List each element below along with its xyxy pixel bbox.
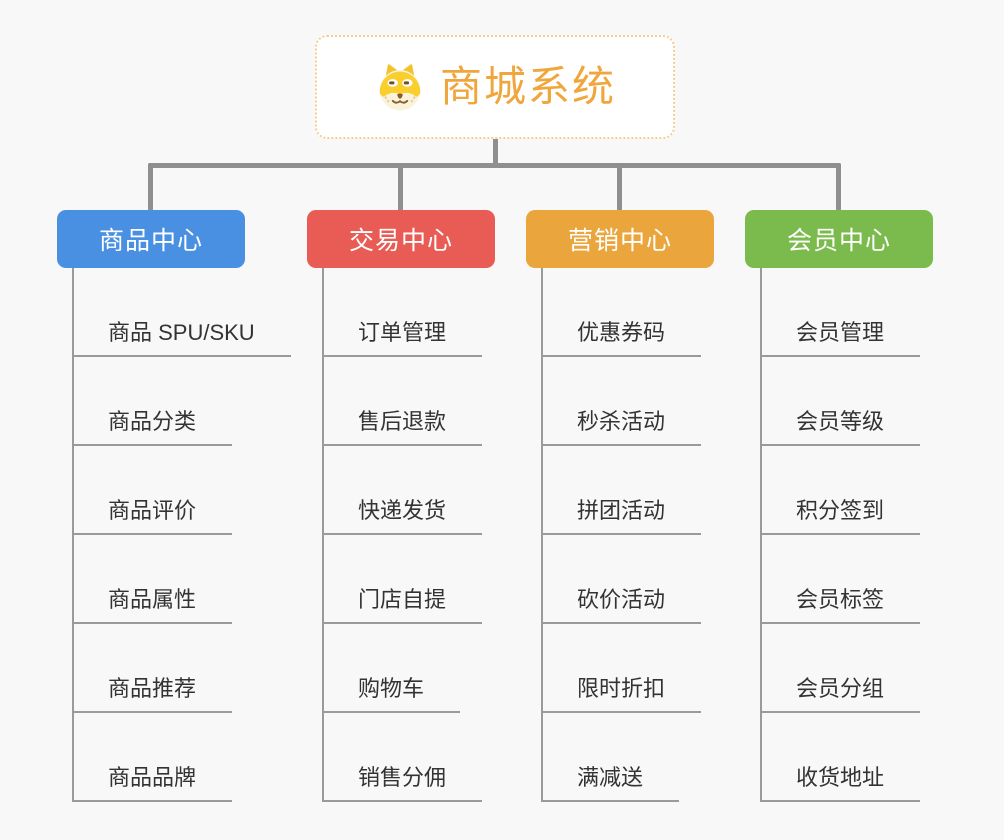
leaf-label: 优惠券码 — [543, 320, 702, 357]
branch-header-3[interactable]: 会员中心 — [745, 210, 933, 268]
leaf-label: 商品分类 — [74, 409, 233, 446]
leaf-label: 砍价活动 — [543, 587, 702, 624]
leaf-item[interactable]: 限时折扣 — [543, 624, 714, 713]
leaf-label: 售后退款 — [324, 409, 483, 446]
leaf-label: 收货地址 — [762, 765, 921, 802]
leaf-label: 商品属性 — [74, 587, 233, 624]
leaf-item[interactable]: 满减送 — [543, 713, 714, 802]
branch-0: 商品中心 商品 SPU/SKU 商品分类商品评价商品属性商品推荐商品品牌 — [57, 210, 291, 802]
connector-root-stub — [493, 139, 498, 167]
leaf-item[interactable]: 砍价活动 — [543, 535, 714, 624]
branch-items: 订单管理售后退款快递发货门店自提购物车销售分佣 — [322, 268, 495, 802]
leaf-item[interactable]: 会员管理 — [762, 268, 933, 357]
leaf-label: 拼团活动 — [543, 498, 702, 535]
branch-1: 交易中心 订单管理售后退款快递发货门店自提购物车销售分佣 — [307, 210, 495, 802]
leaf-label: 会员分组 — [762, 676, 921, 713]
connector-drop — [398, 163, 403, 211]
root-title: 商城系统 — [439, 63, 616, 110]
leaf-item[interactable]: 商品分类 — [74, 357, 245, 446]
branch-2: 营销中心 优惠券码秒杀活动拼团活动砍价活动限时折扣满减送 — [526, 210, 714, 802]
branch-3: 会员中心 会员管理会员等级积分签到会员标签会员分组收货地址 — [745, 210, 933, 802]
leaf-label: 满减送 — [543, 765, 680, 802]
leaf-label: 限时折扣 — [543, 676, 702, 713]
leaf-item[interactable]: 购物车 — [324, 624, 495, 713]
leaf-item[interactable]: 秒杀活动 — [543, 357, 714, 446]
leaf-label: 会员标签 — [762, 587, 921, 624]
root-node[interactable]: 商城系统 — [315, 35, 675, 139]
branch-header-0[interactable]: 商品中心 — [57, 210, 245, 268]
shiba-dog-icon — [374, 61, 426, 113]
leaf-item[interactable]: 订单管理 — [324, 268, 495, 357]
leaf-item[interactable]: 门店自提 — [324, 535, 495, 624]
leaf-label: 商品品牌 — [74, 765, 233, 802]
branch-header-1[interactable]: 交易中心 — [307, 210, 495, 268]
leaf-item[interactable]: 销售分佣 — [324, 713, 495, 802]
leaf-item[interactable]: 会员标签 — [762, 535, 933, 624]
leaf-item[interactable]: 商品品牌 — [74, 713, 245, 802]
connector-drop — [148, 163, 153, 211]
leaf-item[interactable]: 优惠券码 — [543, 268, 714, 357]
branch-items: 优惠券码秒杀活动拼团活动砍价活动限时折扣满减送 — [541, 268, 714, 802]
leaf-label: 订单管理 — [324, 320, 483, 357]
leaf-label: 商品推荐 — [74, 676, 233, 713]
connector-drop — [617, 163, 622, 211]
leaf-label: 商品 SPU/SKU — [74, 320, 291, 357]
leaf-item[interactable]: 商品 SPU/SKU — [74, 268, 291, 357]
leaf-label: 积分签到 — [762, 498, 921, 535]
leaf-label: 会员管理 — [762, 320, 921, 357]
leaf-label: 购物车 — [324, 676, 461, 713]
leaf-label: 商品评价 — [74, 498, 233, 535]
leaf-item[interactable]: 商品推荐 — [74, 624, 245, 713]
leaf-item[interactable]: 快递发货 — [324, 446, 495, 535]
connector-drop — [836, 163, 841, 211]
branch-header-2[interactable]: 营销中心 — [526, 210, 714, 268]
leaf-label: 会员等级 — [762, 409, 921, 446]
leaf-label: 快递发货 — [324, 498, 483, 535]
leaf-item[interactable]: 积分签到 — [762, 446, 933, 535]
leaf-item[interactable]: 拼团活动 — [543, 446, 714, 535]
branch-items: 会员管理会员等级积分签到会员标签会员分组收货地址 — [760, 268, 933, 802]
leaf-label: 销售分佣 — [324, 765, 483, 802]
leaf-item[interactable]: 会员等级 — [762, 357, 933, 446]
leaf-item[interactable]: 售后退款 — [324, 357, 495, 446]
leaf-item[interactable]: 收货地址 — [762, 713, 933, 802]
branch-items: 商品 SPU/SKU 商品分类商品评价商品属性商品推荐商品品牌 — [72, 268, 291, 802]
leaf-item[interactable]: 会员分组 — [762, 624, 933, 713]
leaf-item[interactable]: 商品评价 — [74, 446, 245, 535]
leaf-label: 门店自提 — [324, 587, 483, 624]
leaf-item[interactable]: 商品属性 — [74, 535, 245, 624]
leaf-label: 秒杀活动 — [543, 409, 702, 446]
connector-horizontal — [148, 163, 841, 168]
